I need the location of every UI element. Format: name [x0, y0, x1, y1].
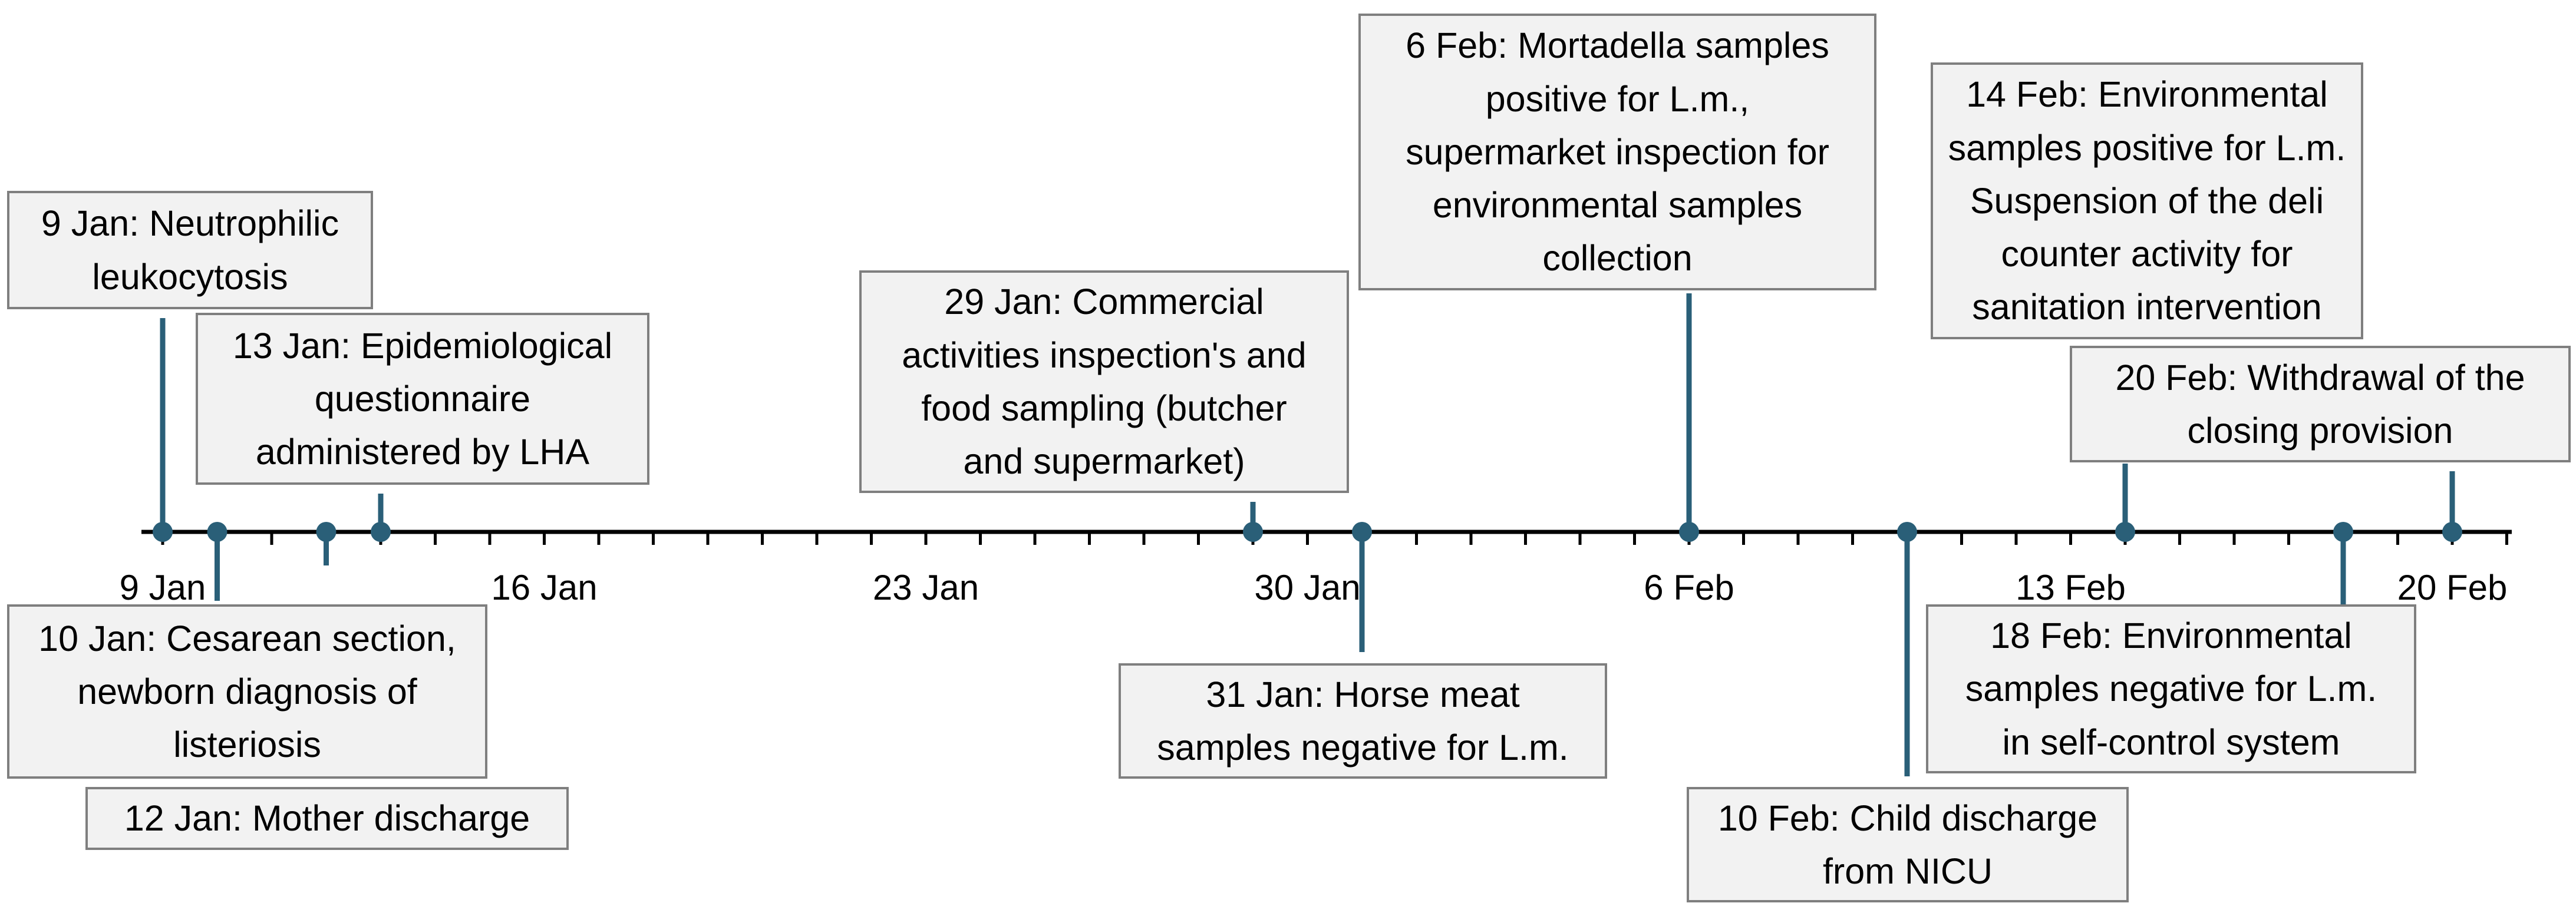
event-marker	[153, 522, 173, 542]
event-marker	[316, 522, 337, 542]
event-marker	[1679, 522, 1699, 542]
event-box-neutrophilic-leukocytosis: 9 Jan: Neutrophilic leukocytosis	[7, 191, 373, 309]
event-marker	[207, 522, 227, 542]
tick-label: 13 Feb	[2016, 568, 2126, 607]
tick-label: 9 Jan	[120, 568, 206, 607]
event-box-child-discharge: 10 Feb: Child discharge from NICU	[1687, 787, 2129, 902]
event-marker	[2115, 522, 2135, 542]
tick-label: 23 Jan	[873, 568, 979, 607]
event-markers	[153, 522, 2462, 542]
tick-label: 30 Jan	[1254, 568, 1360, 607]
event-box-mortadella-positive: 6 Feb: Mortadella samples positive for L…	[1358, 14, 1876, 290]
event-marker	[2442, 522, 2462, 542]
tick-label: 6 Feb	[1644, 568, 1734, 607]
event-box-horse-meat-negative: 31 Jan: Horse meat samples negative for …	[1119, 663, 1607, 779]
event-box-commercial-inspection: 29 Jan: Commercial activities inspection…	[859, 270, 1349, 493]
tick-label: 16 Jan	[491, 568, 597, 607]
event-box-epidemiological-questionnaire: 13 Jan: Epidemiological questionnaire ad…	[196, 313, 649, 485]
event-box-environmental-negative: 18 Feb: Environmental samples negative f…	[1926, 604, 2416, 773]
event-stems	[160, 293, 2455, 776]
event-box-withdrawal-closing-provision: 20 Feb: Withdrawal of the closing provis…	[2070, 346, 2571, 462]
event-marker	[1897, 522, 1917, 542]
event-marker	[371, 522, 391, 542]
event-box-environmental-positive: 14 Feb: Environmental samples positive f…	[1931, 62, 2363, 339]
event-marker	[2333, 522, 2353, 542]
event-box-cesarean-section: 10 Jan: Cesarean section, newborn diagno…	[7, 604, 487, 779]
tick-label: 20 Feb	[2397, 568, 2508, 607]
event-box-mother-discharge: 12 Jan: Mother discharge	[85, 787, 569, 850]
axis-tick-labels: 9 Jan 16 Jan 23 Jan 30 Jan 6 Feb 13 Feb …	[120, 568, 2508, 607]
event-marker	[1352, 522, 1372, 542]
event-marker	[1243, 522, 1263, 542]
